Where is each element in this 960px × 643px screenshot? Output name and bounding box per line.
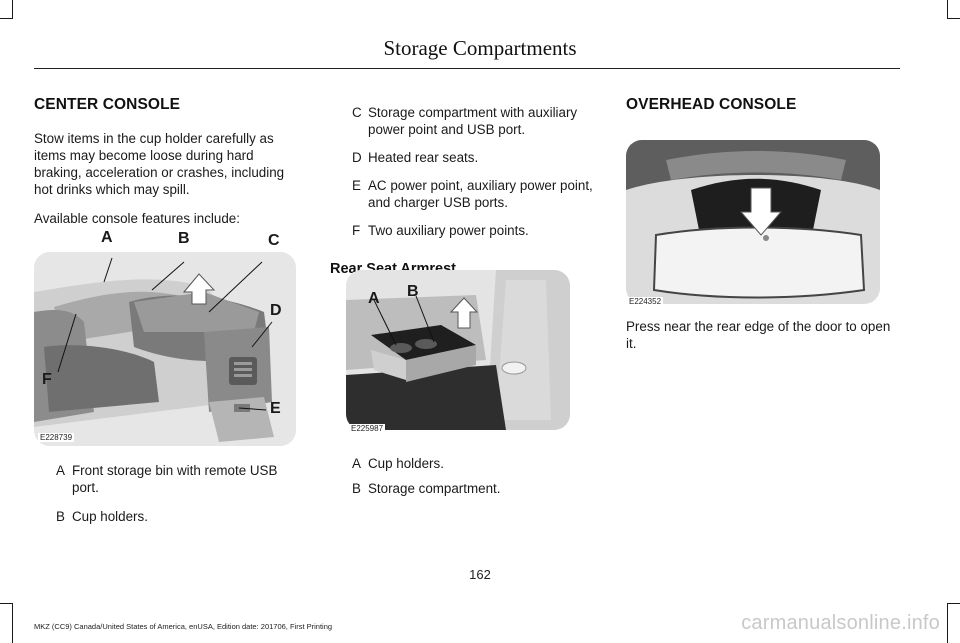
rear-armrest-illustration: [346, 270, 570, 430]
rear-armrest-figure: [346, 270, 570, 430]
legend-item: F Two auxiliary power points.: [330, 222, 600, 239]
figure-code: E224352: [627, 297, 664, 306]
legend-text: AC power point, auxiliary power point, a…: [368, 178, 593, 210]
crop-mark: [947, 18, 960, 19]
callout-a: A: [101, 229, 113, 246]
legend-key: A: [56, 463, 65, 478]
header-rule: [34, 68, 900, 69]
center-console-figure: [34, 252, 296, 446]
figure-code: E225987: [349, 424, 386, 433]
center-console-legend-part1: A Front storage bin with remote USB port…: [34, 462, 302, 525]
legend-key: A: [352, 456, 361, 471]
legend-key: D: [352, 150, 362, 165]
center-console-paragraph: Available console features include:: [34, 211, 240, 226]
legend-key: C: [352, 105, 362, 120]
center-console-illustration: [34, 252, 296, 446]
overhead-console-paragraph: Press near the rear edge of the door to …: [626, 319, 891, 351]
page-number: 162: [469, 567, 491, 582]
crop-mark: [12, 0, 13, 18]
legend-text: Cup holders.: [72, 509, 148, 524]
legend-key: F: [352, 223, 361, 238]
crop-mark: [0, 18, 13, 19]
callout-b: B: [407, 283, 419, 300]
legend-key: E: [352, 178, 361, 193]
rear-armrest-legend: A Cup holders. B Storage compartment.: [330, 455, 600, 497]
legend-item: C Storage compartment with auxiliary pow…: [330, 104, 600, 138]
overhead-console-figure: [626, 140, 880, 304]
crop-mark: [947, 0, 948, 18]
legend-text: Cup holders.: [368, 456, 444, 471]
watermark: carmanualsonline.info: [741, 612, 940, 634]
legend-text: Front storage bin with remote USB port.: [72, 463, 278, 495]
overhead-console-heading: OVERHEAD CONSOLE: [626, 96, 797, 113]
legend-item: B Cup holders.: [34, 508, 302, 525]
center-console-paragraph: Stow items in the cup holder carefully a…: [34, 131, 285, 197]
page-header-title: Storage Compartments: [383, 36, 577, 60]
legend-text: Heated rear seats.: [368, 150, 479, 165]
callout-a: A: [368, 290, 380, 307]
overhead-console-text: Press near the rear edge of the door to …: [626, 318, 898, 352]
legend-text: Storage compartment.: [368, 481, 501, 496]
crop-mark: [12, 603, 13, 643]
footer-text: MKZ (CC9) Canada/United States of Americ…: [34, 622, 333, 631]
overhead-console-illustration: [626, 140, 880, 304]
legend-text: Storage compartment with auxiliary power…: [368, 105, 578, 137]
figure-code: E228739: [38, 433, 75, 442]
column-overhead-console: OVERHEAD CONSOLE: [626, 96, 898, 114]
legend-item: A Front storage bin with remote USB port…: [34, 462, 302, 496]
callout-e: E: [270, 400, 281, 417]
column-middle: C Storage compartment with auxiliary pow…: [330, 104, 600, 277]
legend-key: B: [352, 481, 361, 496]
legend-text: Two auxiliary power points.: [368, 223, 529, 238]
legend-item: E AC power point, auxiliary power point,…: [330, 177, 600, 211]
legend-key: B: [56, 509, 65, 524]
crop-mark: [947, 603, 960, 604]
center-console-heading: CENTER CONSOLE: [34, 96, 181, 113]
callout-f: F: [42, 371, 52, 388]
callout-c: C: [268, 232, 280, 249]
column-center-console: CENTER CONSOLE Stow items in the cup hol…: [34, 96, 302, 227]
crop-mark: [0, 603, 13, 604]
callout-b: B: [178, 230, 190, 247]
callout-d: D: [270, 302, 282, 319]
legend-item: B Storage compartment.: [330, 480, 600, 497]
legend-item: D Heated rear seats.: [330, 149, 600, 166]
legend-item: A Cup holders.: [330, 455, 600, 472]
crop-mark: [947, 603, 948, 643]
